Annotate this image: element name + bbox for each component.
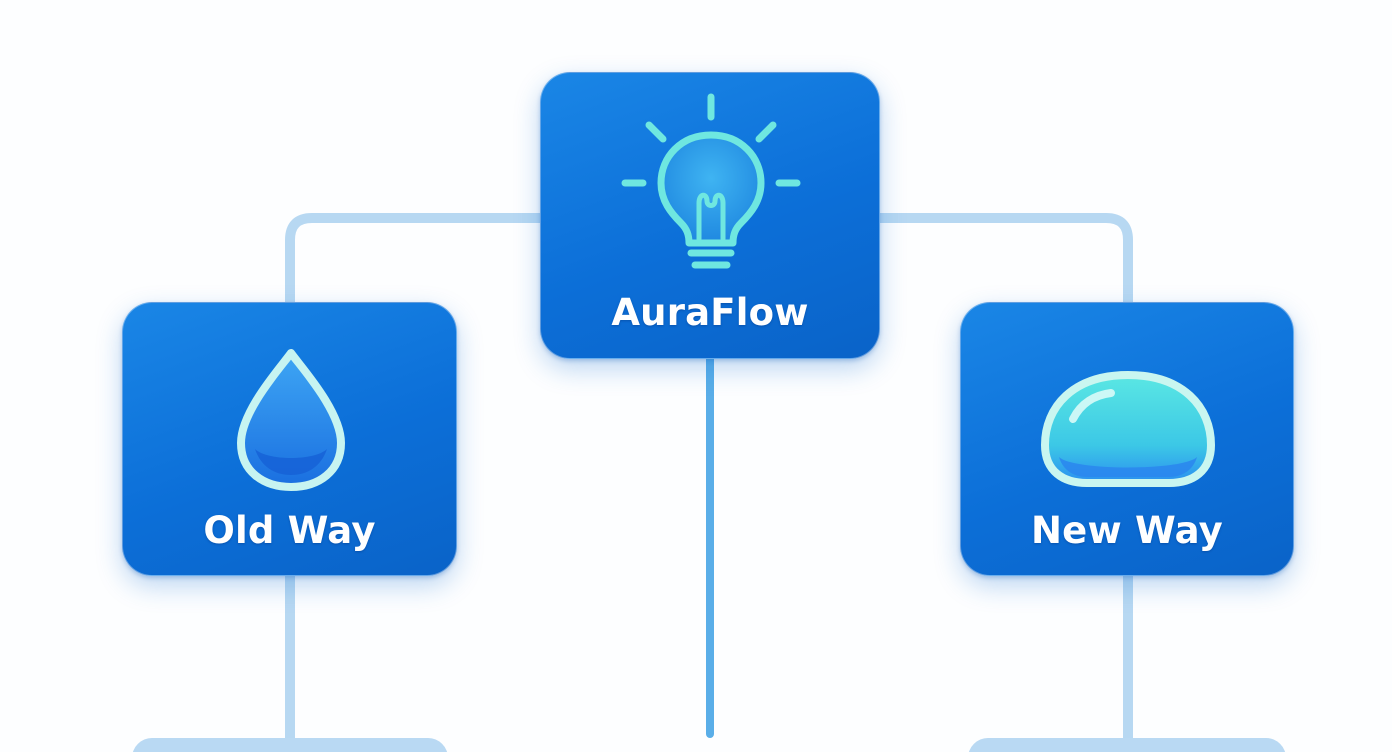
bottom-left-node-partial xyxy=(132,738,448,752)
connector-top-to-right xyxy=(875,213,1133,307)
gel-capsule-icon xyxy=(1033,367,1223,497)
bottom-right-node-partial xyxy=(968,738,1286,752)
node-label-old-way: Old Way xyxy=(203,509,376,552)
node-old-way[interactable]: Old Way xyxy=(122,302,457,576)
node-auraflow[interactable]: AuraFlow xyxy=(540,72,880,359)
node-label-new-way: New Way xyxy=(1031,509,1223,552)
node-label-auraflow: AuraFlow xyxy=(611,291,809,334)
water-drop-icon xyxy=(227,345,355,495)
node-new-way[interactable]: New Way xyxy=(960,302,1294,576)
lightbulb-icon xyxy=(619,89,803,279)
connector-top-to-left xyxy=(285,213,545,307)
